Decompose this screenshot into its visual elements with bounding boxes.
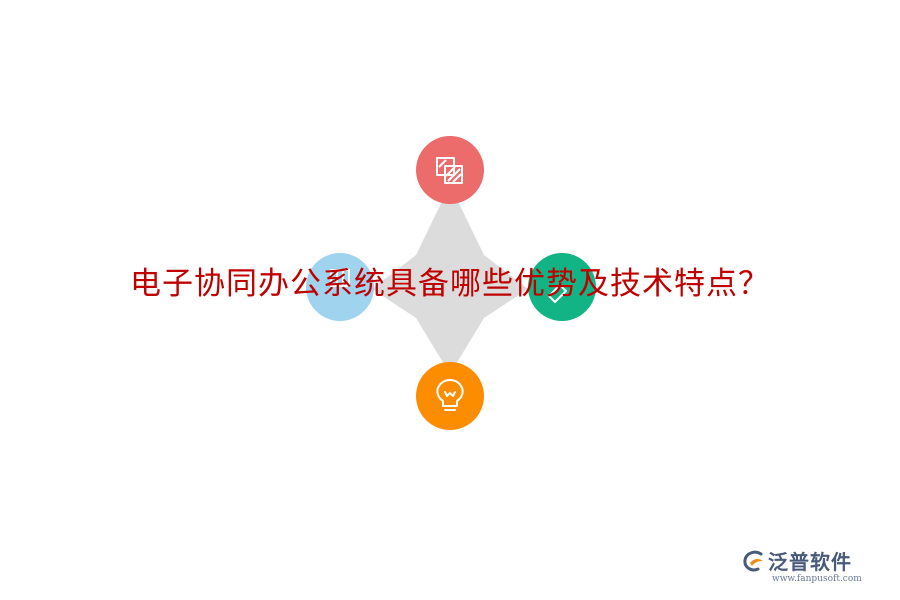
tag-icon [548,284,567,303]
node-top-circle [416,136,484,204]
node-top [416,136,484,204]
star-connector-shape [372,185,528,374]
watermark-url: www.fanpusoft.com [772,574,862,584]
node-bottom [416,362,484,430]
lightbulb-icon [436,379,464,411]
fanpu-logo-icon [743,550,763,572]
hatched-squares-icon [436,157,463,184]
grid-panel-icon [330,269,350,287]
watermark-brand: 泛普软件 [768,550,852,574]
node-bottom-circle [416,362,484,430]
headline: 电子协同办公系统具备哪些优势及技术特点？ [130,266,770,302]
node-left [306,253,374,321]
watermark: 泛普软件 www.fanpusoft.com [742,546,892,590]
node-right [528,253,596,321]
